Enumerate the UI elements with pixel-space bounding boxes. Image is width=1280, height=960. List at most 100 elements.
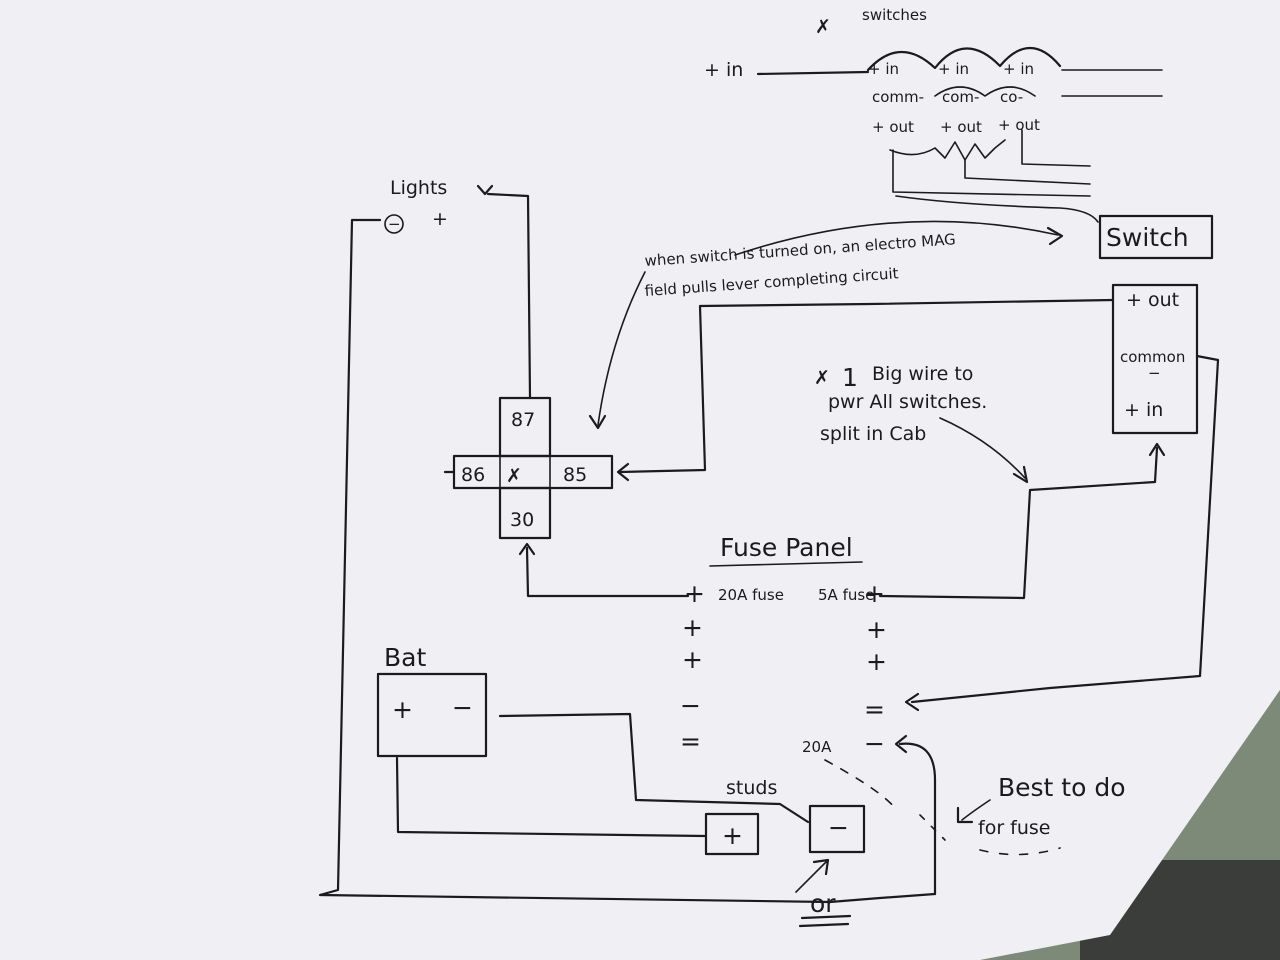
relay-pin-30-box xyxy=(498,486,552,540)
switches-sketch: ✗ switches + in + in + in + in comm- com… xyxy=(704,6,1163,223)
relay-pin-30: 30 xyxy=(510,509,534,531)
arrowhead-fuse-negative xyxy=(894,734,908,754)
lights-group: Lights − + xyxy=(384,177,494,234)
lights-negative-terminal xyxy=(384,214,404,234)
lights-negative-symbol: − xyxy=(388,215,401,233)
fuse-right-row-5: − xyxy=(864,729,885,758)
big-wire-note: ✗ 1 Big wire to pwr All switches. split … xyxy=(814,363,1029,484)
studs: studs + − xyxy=(704,777,866,856)
star-mark: ✗ xyxy=(815,16,831,38)
big-wire-line-3: split in Cab xyxy=(820,423,926,445)
fuse-panel-underline xyxy=(709,561,863,567)
switch-1-plus-out: + out xyxy=(872,118,914,136)
wire-switch-plus-out-to-85 xyxy=(618,298,1115,474)
studs-label: studs xyxy=(726,777,777,799)
stud-positive-box xyxy=(704,812,760,856)
wires xyxy=(318,192,1220,904)
fuse-5a-label: 5A fuse xyxy=(818,586,874,604)
wire-fuse-negative-loop xyxy=(898,742,937,896)
big-wire-note-arrowhead xyxy=(1012,465,1029,484)
plus-out-wire-3 xyxy=(1021,129,1091,167)
big-wire-star: ✗ xyxy=(814,367,830,389)
switch-terminal-box xyxy=(1111,283,1199,435)
switch-plus-in-label: + in xyxy=(1124,399,1163,421)
fuse-20a-note: 20A xyxy=(802,738,832,756)
arrowhead-85 xyxy=(616,462,630,482)
battery-positive: + xyxy=(392,695,413,724)
big-wire-line-2: pwr All switches. xyxy=(828,391,987,413)
big-wire-number: 1 xyxy=(842,363,858,392)
switch-title: Switch xyxy=(1106,223,1189,252)
relay-center-mark: ✗ xyxy=(506,465,522,487)
fuse-left-row-5: = xyxy=(680,727,701,756)
annotation-arrowhead-relay xyxy=(588,414,607,430)
switch-plus-out-label: + out xyxy=(1126,289,1179,311)
switch-2-plus-out: + out xyxy=(940,118,982,136)
plus-in-feed-wire xyxy=(756,70,870,76)
arrow-to-lights-positive xyxy=(476,184,494,196)
switch-1-common: comm- xyxy=(872,88,924,106)
fuse-left-row-3: + xyxy=(682,645,703,674)
or-underline-2 xyxy=(798,922,850,928)
annotation-arrow-to-relay xyxy=(597,271,646,426)
wire-battery-positive-to-stud xyxy=(395,756,707,838)
battery-box xyxy=(376,672,488,758)
plus-in-left-label: + in xyxy=(704,59,743,81)
or-arrow xyxy=(795,861,827,893)
stud-negative-symbol: − xyxy=(828,813,849,842)
fuse-right-row-3: + xyxy=(866,647,887,676)
switch-title-box xyxy=(1098,214,1214,260)
fuse-row1-left: + xyxy=(684,579,705,608)
wire-to-switch-box xyxy=(895,195,1099,223)
switches-title: switches xyxy=(862,6,927,24)
switch-2-common: com- xyxy=(942,88,979,106)
or-label: or xyxy=(810,889,836,918)
switch-3-plus-out: + out xyxy=(998,116,1040,134)
fuse-20a-label: 20A fuse xyxy=(718,586,784,604)
switch-1-plus-in: + in xyxy=(868,60,899,78)
switch-3-plus-in: + in xyxy=(1003,60,1034,78)
or-note: or xyxy=(795,858,852,928)
fuse-dashed-curve xyxy=(824,759,896,809)
fuse-right-row-4: = xyxy=(864,695,885,724)
stud-positive-symbol: + xyxy=(722,821,743,850)
fuse-right-row-2: + xyxy=(866,615,887,644)
battery-label: Bat xyxy=(384,643,426,672)
lights-positive-symbol: + xyxy=(432,208,448,230)
wire-lights-negative-to-ground xyxy=(318,218,937,904)
fuse-note-line-2: for fuse xyxy=(978,817,1050,839)
wire-20a-fuse-to-30 xyxy=(525,546,690,598)
big-wire-line-1: Big wire to xyxy=(872,363,973,385)
plus-out-wire-1 xyxy=(892,149,1091,197)
battery-negative: − xyxy=(452,693,473,722)
switch-2-plus-in: + in xyxy=(938,60,969,78)
annotation-arc-to-switch xyxy=(734,220,1059,256)
wire-switch-common-to-fuse-ground xyxy=(910,354,1220,704)
fuse-panel: Fuse Panel + 20A fuse 5A fuse + + + − = … xyxy=(680,533,896,809)
fuse-note: Best to do for fuse xyxy=(919,773,1126,856)
or-arrowhead xyxy=(812,858,830,876)
relay: 87 86 85 30 ✗ xyxy=(452,396,614,540)
switch-3-common: co- xyxy=(1000,88,1023,106)
common-jumper-arcs xyxy=(934,86,1036,97)
annotation-arrowhead xyxy=(1046,226,1064,246)
fuse-note-arrow xyxy=(961,799,991,821)
arrowhead-30 xyxy=(518,542,536,556)
fuse-note-dashes xyxy=(979,847,1061,856)
arrowhead-fuse-ground xyxy=(904,692,920,712)
fuse-left-row-2: + xyxy=(682,613,703,642)
relay-pin-86: 86 xyxy=(461,464,485,486)
relay-pin-85: 85 xyxy=(563,464,587,486)
fuse-note-left-dash xyxy=(919,814,946,841)
fuse-panel-title: Fuse Panel xyxy=(720,533,853,562)
stud-negative-box xyxy=(808,804,866,854)
lights-label: Lights xyxy=(390,177,447,199)
switch-common-mark: − xyxy=(1148,364,1161,382)
fuse-note-line-1: Best to do xyxy=(998,773,1126,802)
big-wire-note-arrow xyxy=(939,417,1026,479)
wire-battery-negative-to-stud xyxy=(498,712,810,824)
switch-common-label: common xyxy=(1120,348,1185,366)
